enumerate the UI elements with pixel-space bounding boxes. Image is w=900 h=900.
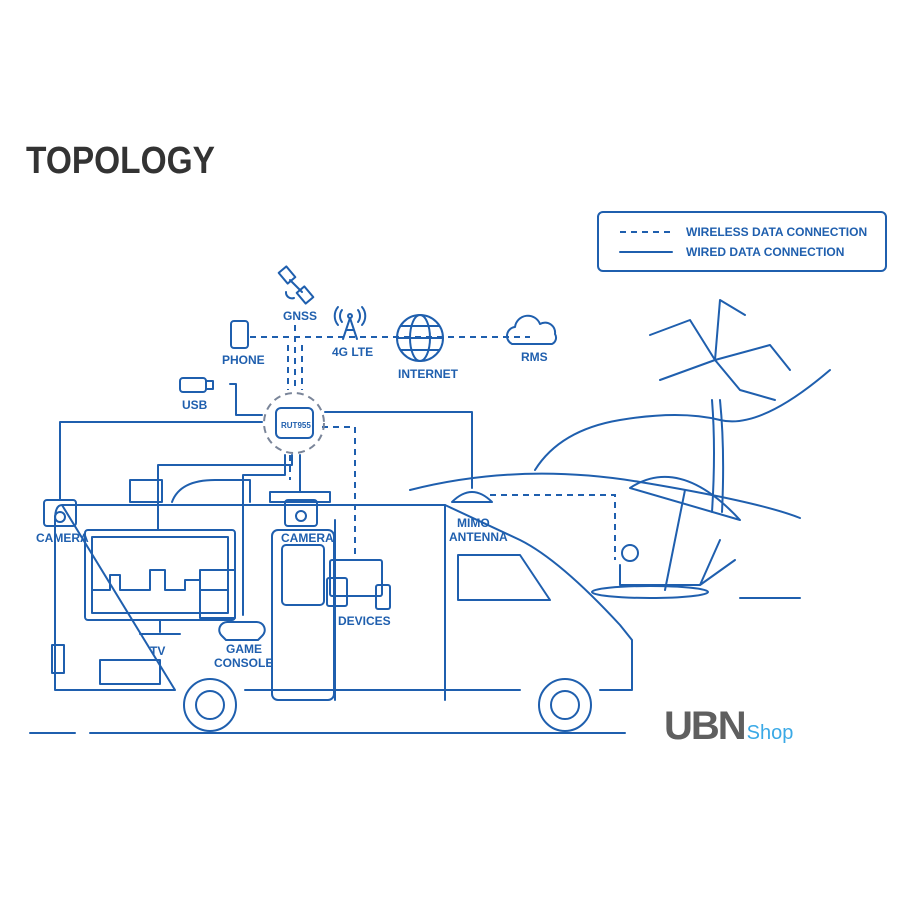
label-router: RUT955 xyxy=(281,421,311,430)
label-game-1: GAME xyxy=(226,642,262,656)
label-devices: DEVICES xyxy=(338,614,391,628)
camera-left-icon xyxy=(43,499,77,527)
label-gnss: GNSS xyxy=(283,309,317,323)
label-camera-center: CAMERA xyxy=(281,531,334,545)
devices-icon xyxy=(326,559,391,610)
camera-center-icon xyxy=(284,499,318,527)
legend-wireless: WIRELESS DATA CONNECTION xyxy=(686,225,867,239)
usb-icon xyxy=(179,377,214,393)
satellite-icon xyxy=(277,265,315,305)
legend-wired: WIRED DATA CONNECTION xyxy=(686,245,844,259)
label-tv: TV xyxy=(150,644,165,658)
label-rms: RMS xyxy=(521,350,548,364)
label-phone: PHONE xyxy=(222,353,265,367)
label-internet: INTERNET xyxy=(398,367,459,381)
logo-main: UBN xyxy=(664,704,747,748)
page-title: TOPOLOGY xyxy=(26,140,215,182)
person-icon xyxy=(619,539,736,586)
phone-icon xyxy=(230,320,249,349)
globe-icon xyxy=(396,314,444,362)
hill xyxy=(409,472,801,519)
label-game-2: CONSOLE xyxy=(214,656,273,670)
palm-tree-icon xyxy=(649,299,791,513)
label-mimo-1: MIMO xyxy=(457,516,490,530)
umbrella-icon xyxy=(629,475,741,591)
cell-tower-icon xyxy=(333,306,367,340)
label-usb: USB xyxy=(182,398,208,412)
mimo-antenna-icon xyxy=(451,491,493,503)
router-icon[interactable]: RUT955 xyxy=(263,392,325,454)
label-mimo-2: ANTENNA xyxy=(449,530,508,544)
label-4g-lte: 4G LTE xyxy=(332,345,373,359)
label-camera-left: CAMERA xyxy=(36,531,89,545)
logo-sub: Shop xyxy=(746,722,794,744)
legend: WIRELESS DATA CONNECTION WIRED DATA CONN… xyxy=(597,211,887,272)
cloud-icon xyxy=(506,314,558,345)
tv-icon xyxy=(84,529,236,635)
game-controller-icon xyxy=(218,620,266,641)
